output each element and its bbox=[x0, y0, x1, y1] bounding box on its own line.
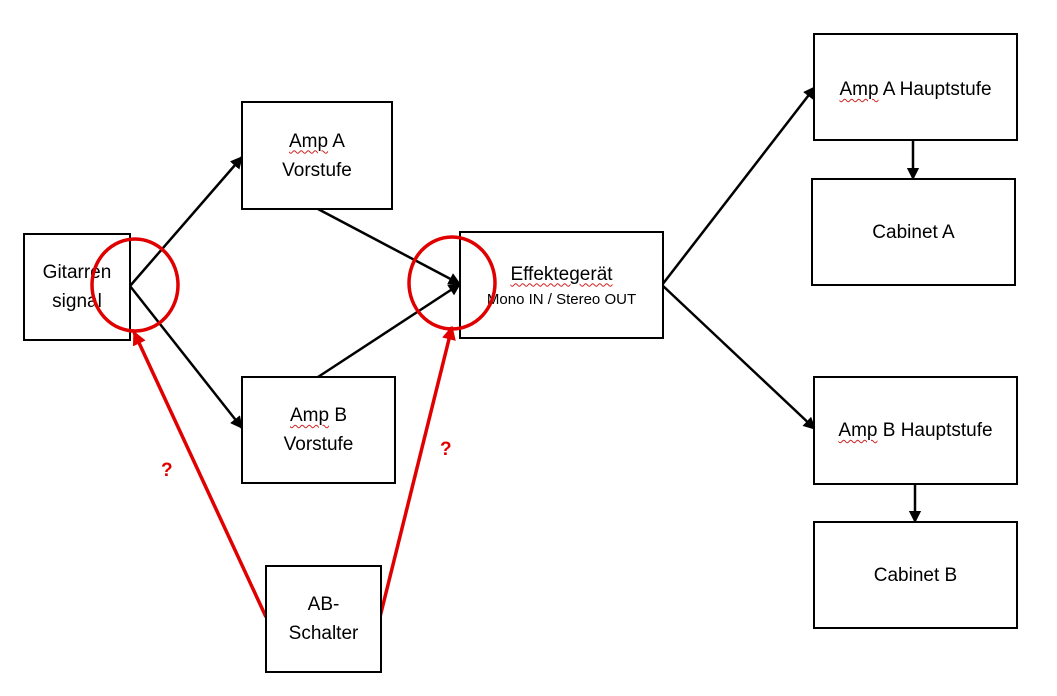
red-arrow-switch-to-guitar bbox=[132, 330, 268, 618]
red-arrow-switch-to-effects bbox=[378, 325, 456, 618]
amp-b-preamp-word-amp: Amp bbox=[289, 405, 330, 426]
cabinet-a-box: Cabinet A bbox=[811, 178, 1016, 286]
amp-b-power-word-amp: Amp bbox=[838, 420, 878, 441]
ab-switch-box: AB- Schalter bbox=[265, 565, 382, 673]
arrow-amp-a-pre-to-effects bbox=[317, 207, 462, 286]
amp-b-preamp-line1: Amp B bbox=[290, 401, 347, 430]
amp-b-preamp-box: Amp B Vorstufe bbox=[241, 376, 396, 484]
amp-a-power-rest: A Hauptstufe bbox=[878, 79, 992, 100]
guitar-signal-line1: Gitarren bbox=[42, 262, 112, 283]
amp-a-preamp-box: Amp A Vorstufe bbox=[241, 101, 393, 210]
question-mark-left: ? bbox=[161, 460, 173, 481]
amp-a-preamp-word-amp: Amp bbox=[289, 130, 329, 152]
arrow-guitar-to-amp-a-pre bbox=[129, 156, 243, 287]
question-mark-right: ? bbox=[440, 439, 452, 460]
effects-unit-subtitle: Mono IN / Stereo OUT bbox=[486, 290, 637, 308]
ab-switch-line1: AB- bbox=[307, 594, 340, 615]
amp-a-power-label: Amp A Hauptstufe bbox=[839, 75, 991, 104]
amp-a-preamp-letter: A bbox=[328, 130, 345, 152]
guitar-signal-box: Gitarren signal bbox=[23, 233, 131, 341]
amp-a-preamp-line1: Amp A bbox=[289, 127, 345, 156]
cabinet-a-label: Cabinet A bbox=[872, 221, 955, 243]
amp-a-preamp-line2: Vorstufe bbox=[282, 159, 352, 181]
ab-switch-line2: Schalter bbox=[288, 623, 359, 644]
amp-b-power-box: Amp B Hauptstufe bbox=[813, 376, 1018, 485]
cabinet-b-label: Cabinet B bbox=[873, 564, 958, 586]
amp-a-power-box: Amp A Hauptstufe bbox=[813, 33, 1018, 141]
effects-unit-title: Effektegerät bbox=[510, 263, 613, 285]
amp-b-power-rest: B Hauptstufe bbox=[877, 420, 993, 441]
amp-b-power-label: Amp B Hauptstufe bbox=[838, 416, 992, 445]
guitar-signal-line2: signal bbox=[52, 291, 102, 312]
amp-a-power-word-amp: Amp bbox=[839, 79, 879, 100]
arrow-amp-b-pre-to-effects bbox=[317, 282, 462, 379]
effects-unit-box: Effektegerät Mono IN / Stereo OUT bbox=[459, 231, 664, 339]
amp-b-preamp-line2: Vorstufe bbox=[283, 434, 354, 455]
arrow-effects-to-amp-a-main bbox=[661, 86, 816, 286]
cabinet-b-box: Cabinet B bbox=[813, 521, 1018, 629]
arrow-effects-to-amp-b-main bbox=[661, 284, 816, 430]
amp-b-preamp-letter: B bbox=[329, 405, 348, 426]
